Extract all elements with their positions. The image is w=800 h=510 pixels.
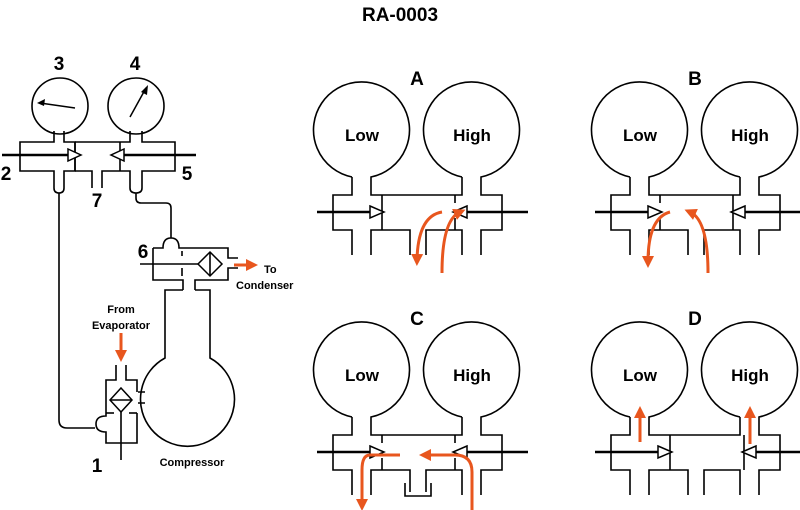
compressor-label: Compressor <box>160 457 226 469</box>
label-7: 7 <box>92 191 103 212</box>
high-gauge <box>400 321 521 495</box>
high-valve-arrow <box>729 204 746 220</box>
label-3: 3 <box>54 54 65 75</box>
high-valve-arrow <box>740 444 757 460</box>
high-gauge <box>678 81 799 255</box>
center-port <box>660 469 733 495</box>
label-5: 5 <box>182 164 193 185</box>
discharge-service-valve <box>140 237 258 290</box>
suction-service-valve <box>95 333 138 460</box>
high-valve-arrow <box>109 147 125 163</box>
panel-label: C <box>410 309 424 330</box>
low-gauge-dial <box>31 77 89 135</box>
high-side-hose <box>135 193 172 238</box>
low-gauge-needle-tip <box>37 99 45 106</box>
low-gauge-label: Low <box>345 366 380 385</box>
evaporator-label: Evaporator <box>92 320 151 332</box>
low-valve-arrow <box>67 147 83 163</box>
flow-arrow-out <box>411 210 443 266</box>
high-gauge <box>107 77 165 135</box>
high-gauge-label: High <box>453 366 491 385</box>
panel-label: B <box>688 69 702 90</box>
manifold-body <box>2 131 196 194</box>
high-gauge-needle-tip <box>141 85 148 95</box>
diagram-title: RA-0003 <box>361 5 439 26</box>
compressor <box>138 289 236 448</box>
panel-d: D Low High <box>590 309 800 495</box>
low-valve-arrow <box>647 204 664 220</box>
low-valve-arrow <box>657 444 674 460</box>
low-gauge-label: Low <box>623 126 658 145</box>
center-port <box>382 229 455 255</box>
from-label: From <box>107 304 135 316</box>
label-1: 1 <box>92 456 103 477</box>
low-gauge <box>590 321 689 495</box>
high-gauge-label: High <box>731 126 769 145</box>
low-gauge <box>31 77 89 135</box>
label-4: 4 <box>130 54 141 75</box>
panel-label: D <box>688 309 702 330</box>
low-valve-arrow <box>369 204 386 220</box>
low-gauge-needle <box>39 102 76 109</box>
high-gauge <box>678 321 799 495</box>
flow-arrow-out <box>642 210 671 268</box>
panel-label: A <box>410 69 424 90</box>
low-gauge <box>312 81 411 255</box>
flow-arrow-in <box>419 449 474 510</box>
panel-a: A Low High <box>312 69 528 274</box>
low-gauge <box>590 81 689 255</box>
flow-arrow-in <box>684 208 710 274</box>
high-gauge-label: High <box>731 366 769 385</box>
high-gauge <box>400 81 521 255</box>
panel-c: C Low High <box>312 309 528 510</box>
center-port <box>660 229 733 255</box>
label-6: 6 <box>138 242 149 263</box>
low-gauge-label: Low <box>345 126 380 145</box>
to-label: To <box>264 264 277 276</box>
flow-arrow-out <box>356 453 400 510</box>
high-gauge-dial <box>107 77 165 135</box>
system-diagram: 3 4 2 5 7 6 To Condenser <box>1 54 294 477</box>
panel-b: B Low High <box>590 69 800 274</box>
low-side-hose <box>58 193 95 429</box>
condenser-label: Condenser <box>236 280 294 292</box>
low-gauge-label: Low <box>623 366 658 385</box>
flow-arrow-in <box>440 208 466 274</box>
label-2: 2 <box>1 164 12 185</box>
center-port <box>382 469 455 497</box>
high-gauge-label: High <box>453 126 491 145</box>
